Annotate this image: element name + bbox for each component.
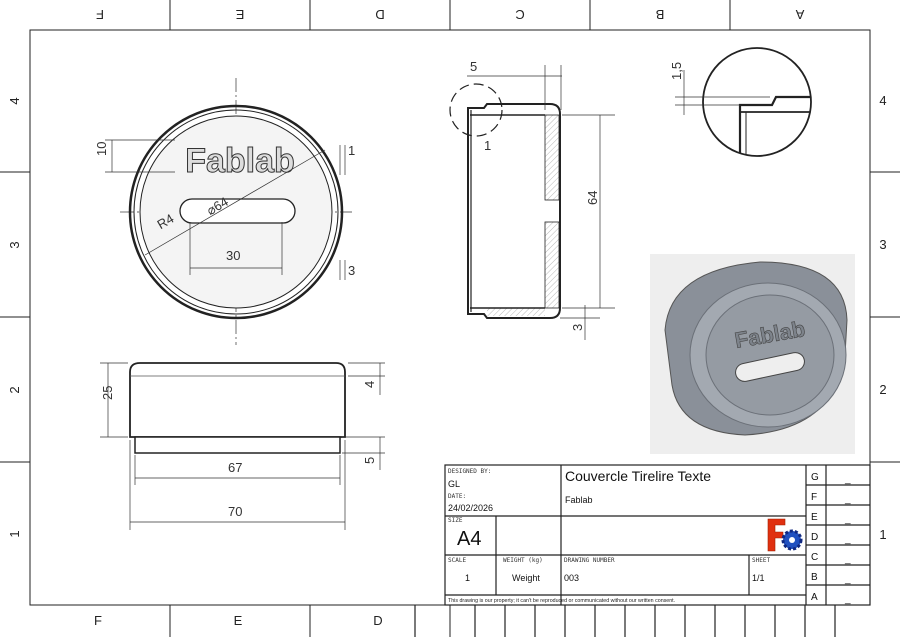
revision-value: _ [844,514,851,525]
zone-row-right: 2 [879,382,886,397]
zone-col-bottom: D [373,613,382,628]
title-block: DESIGNED BY: GL DATE: 24/02/2026 Couverc… [414,464,871,637]
dim-text-height: 10 [94,142,109,156]
revision-value: _ [844,494,851,505]
revision-table: G _ F _ E _ D _ C _ B _ A _ [811,472,851,605]
weight-label: WEIGHT (kg) [503,557,543,564]
revision-letter: A [811,592,818,603]
zone-col-top: C [515,7,524,22]
revision-letter: C [811,552,818,563]
side-view[interactable]: 25 4 5 67 70 [100,362,385,530]
revision-letter: F [811,492,817,503]
revision-letter: E [811,512,818,523]
revision-value: _ [844,534,851,545]
dim-detail-width: 5 [470,59,477,74]
zone-row-right: 1 [879,527,886,542]
dim-height: 64 [585,191,600,205]
zone-col-top: A [795,7,804,22]
zone-col-top: B [656,7,665,22]
zone-col-top: D [375,7,384,22]
size-label: SIZE [448,517,463,524]
drawing-subtitle: Fablab [565,495,593,505]
embossed-label: Fablab [185,142,295,180]
dim-bottom: 3 [570,324,585,331]
dim-step: 1,5 [669,62,684,80]
freecad-logo [767,518,803,552]
drawing-number-value: 003 [564,573,579,583]
date-label: DATE: [448,493,466,500]
dim-outer: 70 [228,504,242,519]
revision-value: _ [844,474,851,485]
revision-value: _ [844,594,851,605]
revision-letter: D [811,532,818,543]
detail-callout-label: 1 [484,138,491,153]
dim-step: 5 [362,457,377,464]
revision-letter: G [811,472,819,483]
sheet-label: SHEET [752,557,770,564]
weight-value: Weight [512,573,540,583]
dim-height: 25 [100,386,115,400]
zone-row-right: 3 [879,237,886,252]
zone-row-left: 4 [7,97,22,104]
front-view[interactable]: Fablab ⌀64 R4 30 10 1 3 [94,78,355,345]
dim-top: 4 [362,381,377,388]
revision-value: _ [844,554,851,565]
scale-value: 1 [465,573,470,583]
dim-text-depth: 1 [348,143,355,158]
size-value: A4 [457,528,481,550]
dim-rim: 3 [348,263,355,278]
dim-slot-length: 30 [226,248,240,263]
3d-render-view[interactable]: Fablab [650,254,855,454]
revision-value: _ [844,574,851,585]
drawing-title: Couvercle Tirelire Texte [565,468,711,484]
zone-row-right: 4 [879,93,886,108]
dim-inner: 67 [228,460,242,475]
revision-letter: B [811,572,818,583]
zone-row-left: 3 [7,241,22,248]
detail-view[interactable]: 1,5 [669,47,820,160]
zone-row-left: 2 [7,386,22,393]
disclaimer: This drawing is our property; it can't b… [448,598,675,604]
dim-radius: R4 [155,211,177,232]
designed-by-label: DESIGNED BY: [448,468,491,475]
zone-row-left: 1 [7,530,22,537]
date-value: 24/02/2026 [448,503,493,513]
zone-col-bottom: F [94,613,102,628]
zone-col-bottom: E [234,613,243,628]
sheet-value: 1/1 [752,573,765,583]
drawing-number-label: DRAWING NUMBER [564,557,615,564]
section-view[interactable]: 5 1 64 3 [449,59,615,340]
zone-col-top: F [96,7,104,22]
designed-by-value: GL [448,479,460,489]
zone-col-top: E [235,7,244,22]
scale-label: SCALE [448,557,466,564]
